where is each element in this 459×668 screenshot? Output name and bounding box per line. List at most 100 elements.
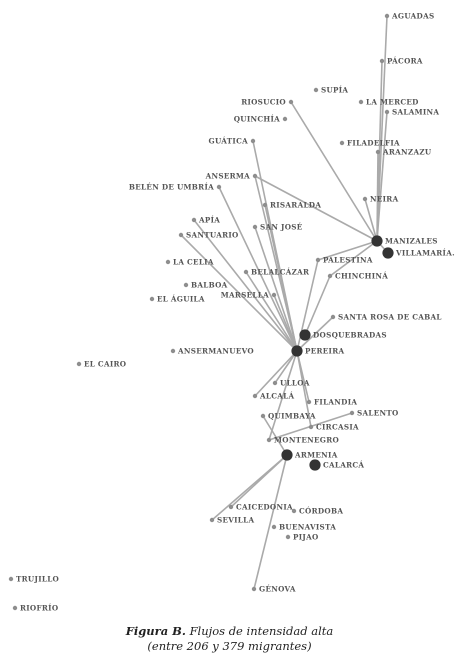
node-label-calarca: CALARCÁ	[323, 461, 364, 470]
caption-title-line: Figura B. Flujos de intensidad alta	[0, 624, 459, 639]
node-marker-montenegro	[266, 437, 272, 443]
edge-chinchina-manizales	[329, 240, 378, 277]
node-marker-risaralda	[262, 202, 268, 208]
caption-subtitle: (entre 206 y 379 migrantes)	[147, 639, 312, 653]
node-label-aguadas: AGUADAS	[391, 12, 434, 21]
figure-caption: Figura B. Flujos de intensidad alta (ent…	[0, 624, 459, 654]
node-marker-calarca	[309, 459, 321, 471]
node-label-quinchia: QUINCHÍA	[234, 115, 280, 124]
node-belalcazar: BELALCÁZAR	[243, 268, 310, 277]
node-marker-manizales	[371, 235, 383, 247]
node-label-alcala: ALCALÁ	[259, 392, 294, 401]
edge-san-jose-pereira	[254, 226, 298, 352]
migration-network-graph: AGUADAS PÁCORA SUPÍA RIOSUCIO LA MERCEDSALAM…	[8, 12, 455, 613]
caption-title: Flujos de intensidad alta	[189, 624, 334, 638]
node-filandia: FILANDIA	[306, 398, 357, 407]
node-trujillo: TRUJILLO	[8, 575, 59, 584]
node-label-belalcazar: BELALCÁZAR	[251, 268, 310, 277]
node-marker-genova	[251, 586, 257, 592]
node-label-quimbaya: QUIMBAYA	[268, 412, 316, 421]
node-pijao: PIJAO	[285, 533, 319, 542]
node-marker-filadelfia	[339, 140, 345, 146]
node-filadelfia: FILADELFIA	[339, 139, 400, 148]
node-marker-armenia	[281, 449, 293, 461]
node-marker-santuario	[178, 232, 184, 238]
edge-pereira-alcala	[254, 350, 298, 397]
node-santuario: SANTUARIO	[178, 231, 239, 240]
node-marker-ulloa	[272, 380, 278, 386]
node-label-filandia: FILANDIA	[314, 398, 357, 407]
node-riofrio: RIOFRÍO	[12, 604, 58, 613]
node-aguadas: AGUADAS	[384, 12, 434, 21]
node-marker-aranzazu	[375, 149, 381, 155]
node-villamaria: VILLAMARÍA.	[382, 247, 455, 259]
node-marker-chinchina	[327, 273, 333, 279]
node-marker-circasia	[308, 424, 314, 430]
node-label-san-jose: SAN JOSÉ	[260, 223, 303, 232]
node-belen-de-umbria: BELÉN DE UMBRÍA	[129, 183, 222, 192]
node-marker-caicedonia	[228, 504, 234, 510]
node-label-cordoba: CÓRDOBA	[299, 507, 343, 516]
node-marker-la-celia	[165, 259, 171, 265]
edge-quimbaya-armenia	[262, 415, 288, 456]
edge-santuario-pereira	[180, 234, 298, 352]
node-marker-supia	[313, 87, 319, 93]
node-el-cairo: EL CAIRO	[76, 360, 126, 369]
node-label-neira: NEIRA	[370, 195, 399, 204]
node-anserma: ANSERMA	[205, 172, 258, 181]
edge-aranzazu-manizales	[376, 151, 379, 242]
node-marker-neira	[362, 196, 368, 202]
node-la-merced: LA MERCED	[358, 98, 419, 107]
node-marker-san-jose	[252, 224, 258, 230]
node-guatica: GUÁTICA	[209, 137, 256, 146]
municipality-nodes: AGUADAS PÁCORA SUPÍA RIOSUCIO LA MERCEDSALAM…	[8, 12, 455, 613]
node-label-pijao: PIJAO	[293, 533, 319, 542]
node-supia: SUPÍA	[313, 86, 348, 95]
node-la-celia: LA CELIA	[165, 258, 214, 267]
edge-belalcazar-pereira	[245, 271, 298, 352]
node-marker-belalcazar	[243, 269, 249, 275]
node-marker-pacora	[379, 58, 385, 64]
node-label-armenia: ARMENIA	[294, 451, 338, 460]
edge-apia-pereira	[193, 219, 298, 352]
node-label-manizales: MANIZALES	[385, 237, 438, 246]
node-label-santuario: SANTUARIO	[186, 231, 239, 240]
node-label-la-merced: LA MERCED	[366, 98, 419, 107]
edge-pereira-ulloa	[274, 350, 298, 384]
node-label-risaralda: RISARALDA	[270, 201, 321, 210]
node-label-pacora: PÁCORA	[387, 57, 423, 66]
node-marker-salamina	[384, 109, 390, 115]
node-label-santa-rosa: SANTA ROSA DE CABAL	[338, 313, 442, 322]
caption-figure-label: Figura B.	[125, 624, 186, 638]
node-label-palestina: PALESTINA	[323, 256, 373, 265]
node-chinchina: CHINCHINÁ	[327, 272, 388, 281]
node-marker-guatica	[250, 138, 256, 144]
node-label-trujillo: TRUJILLO	[16, 575, 59, 584]
node-montenegro: MONTENEGRO	[266, 436, 339, 445]
node-riosucio: RIOSUCIO	[241, 98, 294, 107]
node-label-salento: SALENTO	[357, 409, 399, 418]
node-label-filadelfia: FILADELFIA	[347, 139, 400, 148]
edge-salamina-manizales	[376, 111, 388, 242]
node-marker-apia	[191, 217, 197, 223]
node-marker-sevilla	[209, 517, 215, 523]
node-marker-pijao	[285, 534, 291, 540]
node-marker-quimbaya	[260, 413, 266, 419]
node-label-apia: APÍA	[198, 216, 220, 225]
node-label-ansermanuevo: ANSERMANUEVO	[177, 347, 254, 356]
node-dosquebradas: DOSQUEBRADAS	[299, 329, 387, 341]
node-label-riofrio: RIOFRÍO	[20, 604, 58, 613]
node-label-marsella: MARSELLA	[221, 291, 269, 300]
node-label-aranzazu: ARANZAZU	[382, 148, 432, 157]
node-marker-alcala	[252, 393, 258, 399]
node-label-buenavista: BUENAVISTA	[279, 523, 336, 532]
node-marker-belen-de-umbria	[216, 184, 222, 190]
node-label-anserma: ANSERMA	[205, 172, 251, 181]
node-caicedonia: CAICEDONIA	[228, 503, 293, 512]
node-label-salamina: SALAMINA	[392, 108, 439, 117]
node-marker-el-cairo	[76, 361, 82, 367]
node-marker-aguadas	[384, 13, 390, 19]
node-marker-pereira	[291, 345, 303, 357]
node-ansermanuevo: ANSERMANUEVO	[170, 347, 254, 356]
node-label-ulloa: ULLOA	[280, 379, 310, 388]
